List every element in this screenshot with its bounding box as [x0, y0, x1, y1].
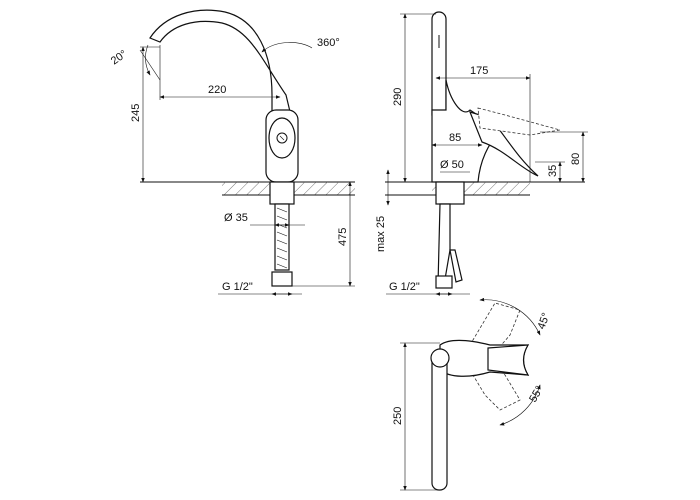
total-height-label: 290: [392, 88, 404, 106]
spout-length-label: 250: [392, 407, 404, 425]
mount-shank: [269, 181, 295, 205]
handle-reach-label: 175: [470, 65, 488, 77]
spout-height-label: 245: [130, 104, 142, 122]
thread-label-front: G 1/2": [222, 281, 253, 293]
supply-hose-side: [437, 203, 451, 286]
lever-raised: [477, 107, 561, 136]
supply-hose: [274, 203, 290, 271]
body-depth-label: 85: [449, 132, 461, 144]
hose-length-label: 475: [337, 228, 349, 246]
front-view: 245 220 20° 360° Ø 35 475 G 1/2": [109, 9, 355, 296]
handle-height-label: 80: [570, 153, 582, 165]
spout-top: [431, 349, 448, 491]
side-view: 290 175 85 Ø 50 35 80 max 25 G 1/2": [375, 11, 588, 296]
connection-diameter-label: Ø 35: [224, 212, 248, 224]
handle-base-label: 35: [547, 165, 559, 177]
rotation-up-label: 45°: [536, 311, 553, 331]
rotation-down-label: 55°: [527, 384, 546, 404]
max-counter-label: max 25: [375, 216, 387, 252]
spout-angle-label: 20°: [109, 48, 130, 67]
base-diameter-label: Ø 50: [440, 159, 464, 171]
handle-cap: [276, 132, 288, 144]
spout-side: [431, 11, 447, 123]
thread-label-side: G 1/2": [389, 281, 420, 293]
hose-fitting: [271, 271, 293, 287]
top-view: 45° 55° 250: [392, 297, 553, 491]
reach-label: 220: [208, 84, 226, 96]
spout: [149, 9, 293, 121]
lever-top: [487, 344, 530, 376]
rotation-label: 360°: [317, 37, 340, 49]
